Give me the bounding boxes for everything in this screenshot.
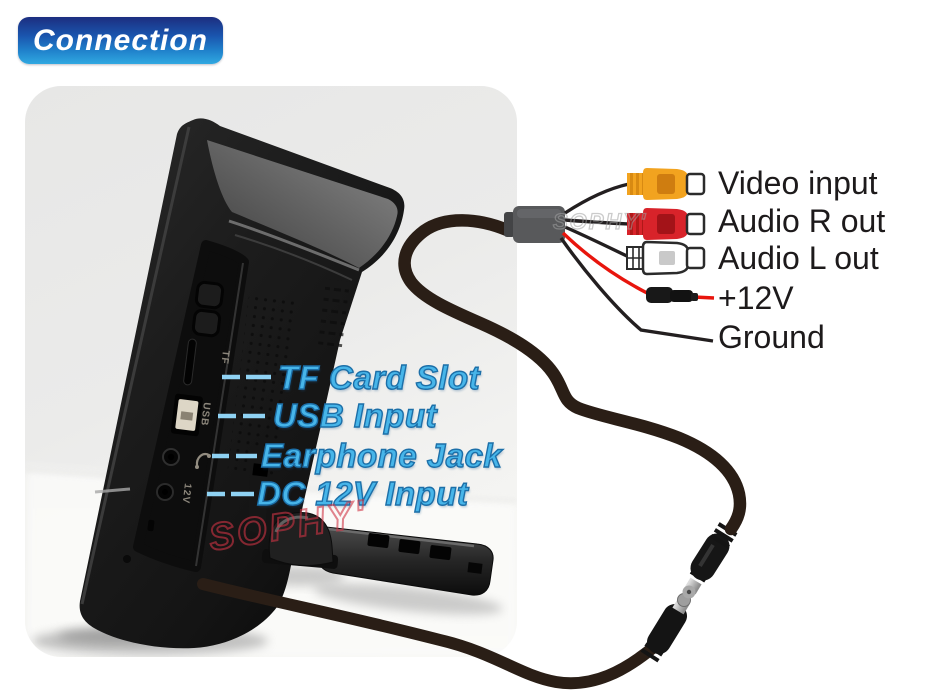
bracket-knob-highlight (274, 515, 309, 533)
monitor-illustration (79, 118, 405, 649)
rca-video-connector (627, 168, 706, 200)
rca-video-band (657, 174, 675, 194)
headphone-icon-dot2 (207, 454, 211, 458)
label-ground: Ground (718, 319, 825, 355)
bracket-shadow (313, 583, 503, 615)
fuse-body-1 (646, 287, 673, 303)
headphone-icon (195, 453, 210, 467)
video-wire (564, 182, 630, 215)
mount-bracket (248, 446, 494, 596)
power-wire (561, 231, 648, 295)
rca-video-plug (685, 172, 706, 196)
vent-slots (318, 278, 350, 348)
monitor-back-surface (207, 140, 398, 268)
fuse-tip (691, 293, 698, 301)
dc-plug-highlight (698, 543, 715, 568)
label-power-12v: +12V (718, 280, 794, 316)
label-dc-12v-input: DC 12V Input (256, 475, 469, 512)
av-junction-block (504, 206, 565, 243)
junction-collar (504, 212, 515, 237)
bracket-tab (252, 463, 269, 477)
rca-audio-r-connector (627, 208, 706, 240)
monitor-power-cable (197, 578, 661, 690)
fuse-body-2 (670, 290, 693, 302)
ground-wire (559, 237, 714, 343)
bracket-slot-2 (398, 539, 421, 555)
bracket-arm-highlight (319, 526, 475, 548)
bracket-slot-3 (429, 545, 452, 561)
tf-card-slot-port (183, 338, 197, 386)
bezel-edge-highlight (80, 126, 191, 605)
rca-audio-l-plug (685, 246, 706, 270)
bezel-glint (94, 487, 131, 494)
reset-hole (147, 519, 155, 532)
dc-plug-tip-hole (686, 589, 692, 595)
dc-jack-body (647, 604, 687, 654)
vent-holes (227, 293, 297, 479)
rca-audio-l-connector (626, 240, 706, 276)
bracket-knob (268, 512, 334, 566)
label-earphone-jack: Earphone Jack (260, 437, 503, 474)
label-usb-input: USB Input (272, 397, 437, 434)
rca-audio-r-plug (685, 212, 706, 236)
back-cover-ridge-2 (234, 234, 353, 281)
usb-port (170, 393, 203, 437)
screw-hole (123, 555, 131, 563)
strip-cutout-1 (194, 280, 225, 310)
back-cover-ridge (228, 219, 360, 272)
connection-badge: Connection (18, 17, 223, 64)
dc-plug-male (682, 521, 738, 599)
watermark-harness: SOPHY' (552, 208, 648, 234)
connection-badge-label: Connection (33, 23, 208, 57)
audio-l-wire (564, 225, 630, 259)
boot-stripe (630, 173, 633, 195)
boot-stripe (636, 213, 639, 235)
bracket-notch (467, 562, 483, 574)
dc-input-hole (162, 489, 168, 495)
rca-audio-l-band (659, 251, 675, 265)
rca-audio-r-band (657, 214, 675, 234)
earphone-jack-hole (167, 453, 175, 461)
boot-stripe (630, 213, 633, 235)
dc-jack-female (640, 593, 691, 663)
harness-cable (398, 214, 747, 536)
label-video-input: Video input (718, 165, 878, 201)
junction-sheen (517, 209, 561, 218)
boot-stripe (636, 173, 639, 195)
label-audio-l-out: Audio L out (718, 240, 879, 276)
strip-cutout-2 (191, 308, 222, 338)
tf-marking: TF (218, 349, 231, 366)
label-tf-card-slot: TF Card Slot (277, 359, 481, 396)
audio-r-wire (564, 218, 630, 226)
label-audio-r-out: Audio R out (718, 203, 886, 239)
port-indicator-lines (207, 374, 271, 497)
port-strip (133, 240, 249, 572)
fuse-holder (646, 287, 698, 303)
dc-plug-body (690, 533, 730, 581)
bracket-slot-1 (367, 533, 390, 549)
headphone-icon-dot1 (195, 465, 199, 469)
